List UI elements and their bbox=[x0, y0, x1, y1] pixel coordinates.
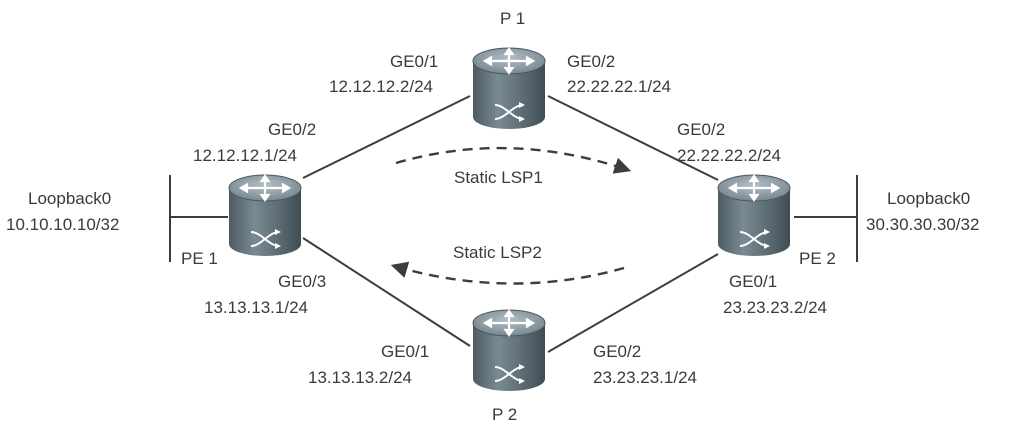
p1-ge02-ip: 22.22.22.1/24 bbox=[567, 77, 671, 96]
p2-ge01-port: GE0/1 bbox=[381, 342, 429, 361]
link-p1-pe2 bbox=[547, 95, 719, 181]
link-pe1-p1 bbox=[302, 95, 471, 179]
p2-ge02-port: GE0/2 bbox=[593, 342, 641, 361]
pe2-loopback-ip: 30.30.30.30/32 bbox=[866, 215, 979, 234]
p1-ge01-port: GE0/1 bbox=[390, 52, 438, 71]
p1-ge01-ip: 12.12.12.2/24 bbox=[329, 77, 433, 96]
router-name-p2: P 2 bbox=[492, 405, 517, 424]
pe1-ge02-ip: 12.12.12.1/24 bbox=[193, 146, 297, 165]
pe1-ge02-port: GE0/2 bbox=[268, 120, 316, 139]
router-name-pe2: PE 2 bbox=[799, 249, 836, 268]
pe1-loopback-ip: 10.10.10.10/32 bbox=[6, 215, 119, 234]
pe2-ge02-ip: 22.22.22.2/24 bbox=[677, 146, 781, 165]
router-icon-pe1 bbox=[227, 173, 303, 258]
static-lsp2-label: Static LSP2 bbox=[453, 243, 542, 262]
p2-ge02-ip: 23.23.23.1/24 bbox=[593, 368, 697, 387]
static-lsp1-arrow bbox=[395, 146, 632, 174]
router-name-p1: P 1 bbox=[500, 9, 525, 28]
pe1-ge03-port: GE0/3 bbox=[278, 272, 326, 291]
static-lsp2-arrow bbox=[390, 261, 625, 285]
pe2-loopback-name: Loopback0 bbox=[887, 189, 970, 208]
router-name-pe1: PE 1 bbox=[181, 249, 218, 268]
pe2-ge02-port: GE0/2 bbox=[677, 120, 725, 139]
router-icon-pe2 bbox=[716, 173, 792, 258]
router-icon-p1 bbox=[471, 46, 547, 131]
pe1-loopback-name: Loopback0 bbox=[28, 189, 111, 208]
pe2-ge01-ip: 23.23.23.2/24 bbox=[723, 298, 827, 317]
p2-ge01-ip: 13.13.13.2/24 bbox=[308, 368, 412, 387]
link-p2-pe2 bbox=[547, 253, 719, 353]
pe1-ge03-ip: 13.13.13.1/24 bbox=[204, 298, 308, 317]
static-lsp1-label: Static LSP1 bbox=[454, 168, 543, 187]
pe2-ge01-port: GE0/1 bbox=[729, 272, 777, 291]
link-pe1-p2 bbox=[302, 237, 471, 347]
router-icon-p2 bbox=[471, 308, 547, 393]
p1-ge02-port: GE0/2 bbox=[567, 52, 615, 71]
